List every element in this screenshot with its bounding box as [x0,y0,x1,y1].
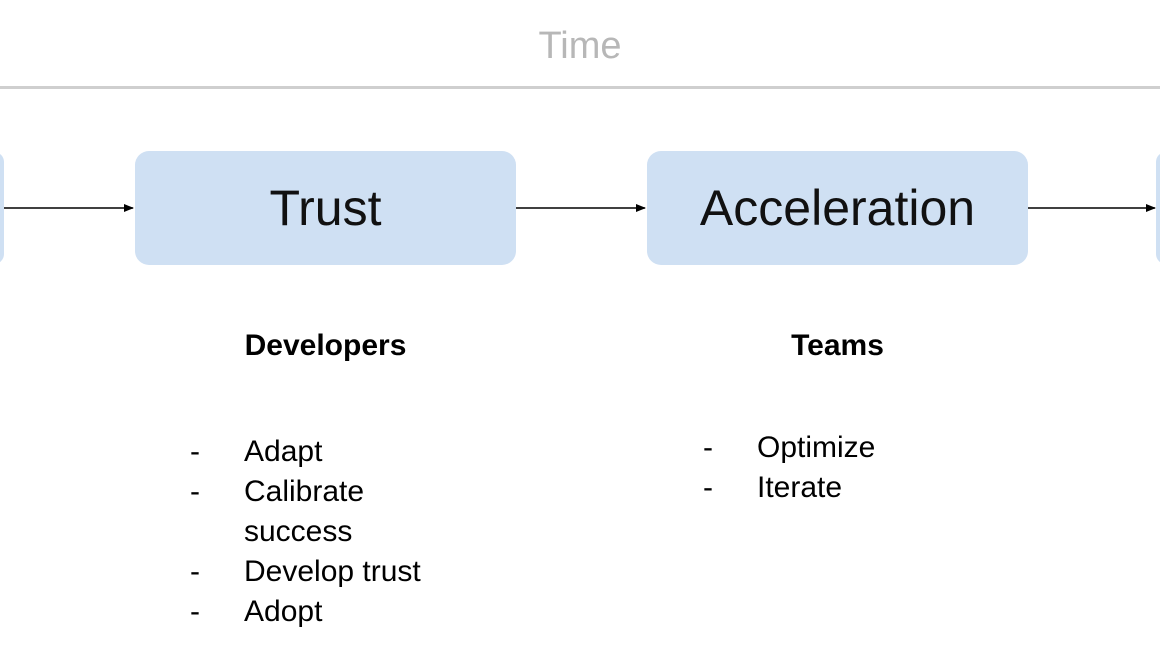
list-item: -Adopt [190,595,323,628]
stage-box-acceleration: Acceleration [647,151,1028,265]
list-item: -Optimize [703,431,876,464]
teams-bullet-list: -Optimize -Iterate [703,428,993,508]
time-label: Time [538,25,622,67]
stage-box-next [1156,152,1160,264]
column-heading-developers: Developers [244,329,407,362]
stage-label-acceleration: Acceleration [699,180,976,236]
stage-box-trust: Trust [135,151,516,265]
list-item: -Adapt [190,435,323,468]
stage-label-trust: Trust [269,180,382,236]
column-heading-teams: Teams [791,329,884,362]
list-item: -Develop trust [190,555,421,588]
list-item: -Calibrate success [190,475,365,548]
developers-bullet-list: -Adapt -Calibrate success -Develop trust… [190,432,480,632]
time-axis-rule [0,86,1160,89]
list-item: -Iterate [703,471,843,504]
stage-box-previous [0,152,4,264]
